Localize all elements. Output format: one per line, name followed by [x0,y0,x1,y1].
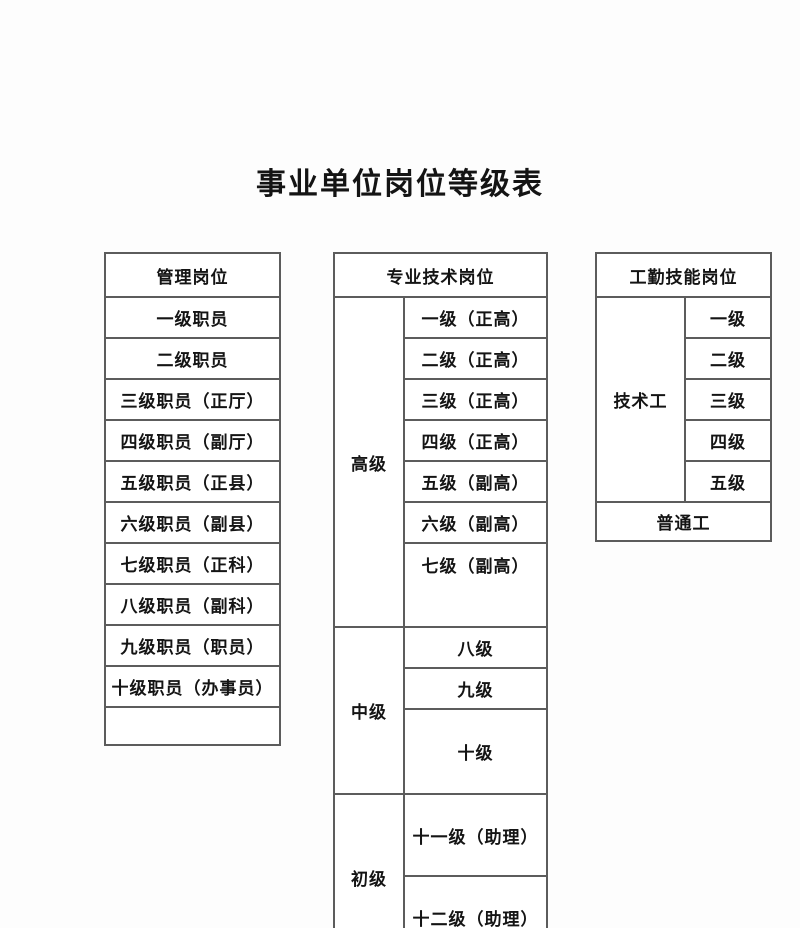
professional-positions-table: 专业技术岗位 高级 一级（正高） 二级（正高） 三级（正高） 四级（正高） 五级… [333,252,548,928]
table-row: 九级 [405,669,546,710]
group-rows-senior: 一级（正高） 二级（正高） 三级（正高） 四级（正高） 五级（副高） 六级（副高… [405,298,546,626]
table-row: 六级（副高） [405,503,546,544]
table-row: 三级（正高） [405,380,546,421]
table-row-blank [106,708,279,744]
table-row: 十二级（助理） [405,877,546,928]
table-row: 四级（正高） [405,421,546,462]
table-row: 一级（正高） [405,298,546,339]
management-positions-table: 管理岗位 一级职员 二级职员 三级职员（正厅） 四级职员（副厅） 五级职员（正县… [104,252,281,746]
management-table-body: 一级职员 二级职员 三级职员（正厅） 四级职员（副厅） 五级职员（正县） 六级职… [106,298,279,744]
group-rows-junior: 十一级（助理） 十二级（助理） [405,795,546,928]
table-row: 二级 [686,339,770,380]
group-label-junior: 初级 [335,795,405,928]
page-title: 事业单位岗位等级表 [256,167,544,202]
group-rows-middle: 八级 九级 十级 [405,628,546,793]
table-row: 五级职员（正县） [106,462,279,503]
group-label-technical-worker: 技术工 [597,298,686,501]
table-row: 四级 [686,421,770,462]
worker-row-general: 普通工 [656,514,711,534]
worker-table-body: 技术工 一级 二级 三级 四级 五级 普通工 [597,298,770,540]
professional-group-junior: 初级 十一级（助理） 十二级（助理） [335,795,546,928]
table-row: 二级（正高） [405,339,546,380]
table-row: 十级 [457,744,494,764]
table-row: 五级 [710,474,746,494]
professional-table-body: 高级 一级（正高） 二级（正高） 三级（正高） 四级（正高） 五级（副高） 六级… [335,298,546,928]
table-row: 三级 [686,380,770,421]
table-row: 四级职员（副厅） [106,421,279,462]
professional-group-middle: 中级 八级 九级 十级 [335,628,546,795]
table-row: 九级职员（职员） [106,626,279,667]
table-row: 七级职员（正科） [106,544,279,585]
table-row: 八级 [405,628,546,669]
professional-group-senior: 高级 一级（正高） 二级（正高） 三级（正高） 四级（正高） 五级（副高） 六级… [335,298,546,628]
table-row: 一级 [686,298,770,339]
table-row: 三级职员（正厅） [106,380,279,421]
worker-table-header: 工勤技能岗位 [597,254,770,298]
management-table-header: 管理岗位 [106,254,279,298]
table-row: 五级（副高） [405,462,546,503]
table-row: 二级职员 [106,339,279,380]
group-label-senior: 高级 [335,298,405,626]
table-row: 一级职员 [106,298,279,339]
group-label-middle: 中级 [335,628,405,793]
worker-skill-positions-table: 工勤技能岗位 技术工 一级 二级 三级 四级 五级 普通工 [595,252,772,542]
table-row: 八级职员（副科） [106,585,279,626]
group-rows-technical-worker: 一级 二级 三级 四级 五级 [686,298,770,501]
table-row: 六级职员（副县） [106,503,279,544]
table-row: 十级职员（办事员） [106,667,279,708]
table-row: 十一级（助理） [405,795,546,877]
professional-table-header: 专业技术岗位 [335,254,546,298]
table-row: 七级（副高） [421,557,530,577]
worker-group-technical: 技术工 一级 二级 三级 四级 五级 [597,298,770,503]
